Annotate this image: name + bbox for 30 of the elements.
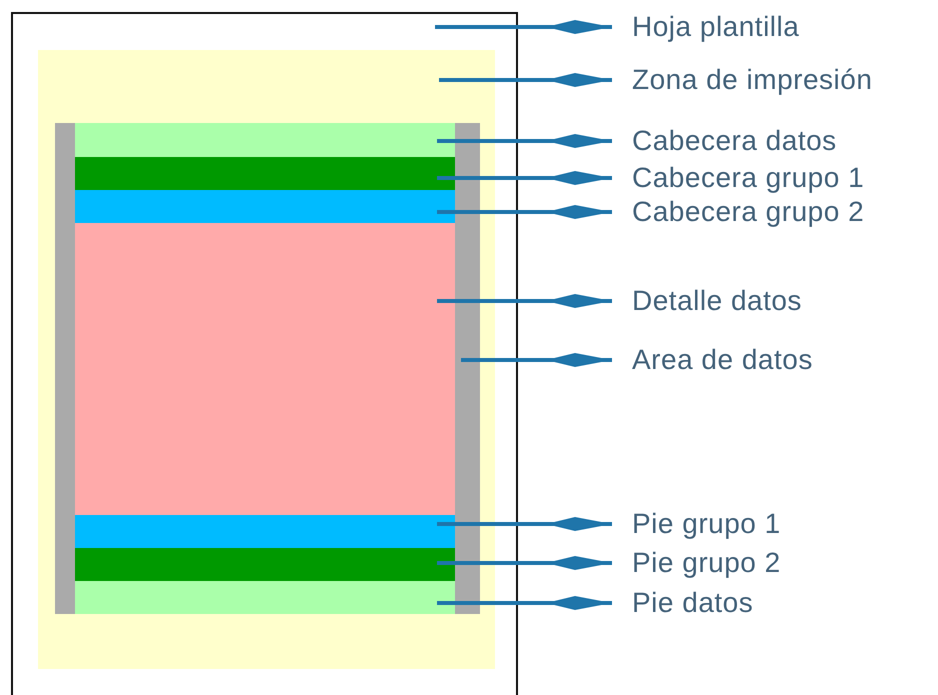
leader-line <box>437 134 612 148</box>
part-label: Cabecera grupo 2 <box>632 195 864 229</box>
part-label: Pie datos <box>632 586 754 620</box>
leader-line <box>437 596 612 610</box>
leader-line <box>461 353 612 367</box>
data-footer-band <box>75 581 455 614</box>
part-label: Cabecera datos <box>632 124 837 158</box>
leader-line <box>437 294 612 308</box>
leader-line <box>437 205 612 219</box>
leader-line <box>435 20 612 34</box>
part-label: Hoja plantilla <box>632 10 800 44</box>
data-area <box>55 123 480 614</box>
group-footer-band <box>75 548 455 581</box>
leader-line <box>437 517 612 531</box>
template-sheet <box>11 12 518 695</box>
group-header-band <box>75 190 455 223</box>
leader-line <box>437 171 612 185</box>
leader-line <box>437 556 612 570</box>
print-zone <box>38 50 495 669</box>
part-label: Zona de impresión <box>632 63 872 97</box>
part-label: Pie grupo 2 <box>632 546 781 580</box>
group-header-band <box>75 157 455 190</box>
data-detail-band <box>75 223 455 515</box>
part-label: Pie grupo 1 <box>632 507 781 541</box>
data-header-band <box>75 123 455 157</box>
part-label: Detalle datos <box>632 284 802 318</box>
part-label: Area de datos <box>632 343 813 377</box>
group-footer-band <box>75 515 455 548</box>
part-label: Cabecera grupo 1 <box>632 161 864 195</box>
leader-line <box>439 73 612 87</box>
